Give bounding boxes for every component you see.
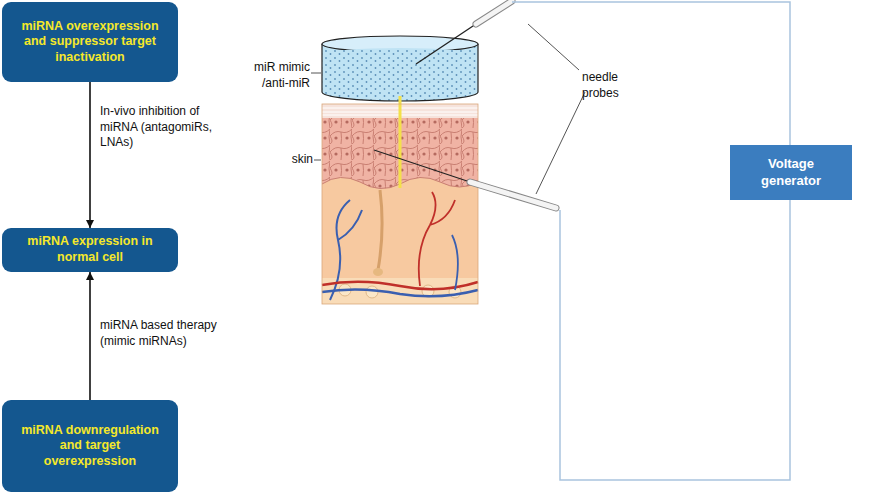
needle-probe — [374, 1, 556, 208]
edge-label: In-vivo inhibition of miRNA (antagomiRs,… — [100, 104, 240, 151]
node-text: miRNA downregulation and target overexpr… — [12, 423, 168, 470]
edge-label: miRNA based therapy (mimic miRNAs) — [100, 318, 240, 349]
process-box: miRNA overexpression and suppressor targ… — [2, 2, 178, 82]
callout-label: needle probes — [582, 70, 652, 101]
callout-label: skin — [285, 152, 313, 168]
callout-label: miR mimic /anti-miR — [246, 60, 310, 91]
node-text: miRNA overexpression and suppressor targ… — [12, 19, 168, 66]
process-box: miRNA expression in normal cell — [2, 228, 178, 272]
arrow-connector — [89, 272, 91, 400]
generator-box: Voltage generator — [730, 145, 852, 200]
leader-line — [311, 24, 585, 194]
wire — [512, 2, 790, 480]
node-text: miRNA expression in normal cell — [12, 234, 168, 265]
node-text: Voltage generator — [740, 156, 842, 189]
petri-dish — [322, 36, 478, 101]
skin-block — [322, 96, 478, 304]
arrow-connector — [89, 82, 91, 228]
process-box: miRNA downregulation and target overexpr… — [2, 400, 178, 492]
